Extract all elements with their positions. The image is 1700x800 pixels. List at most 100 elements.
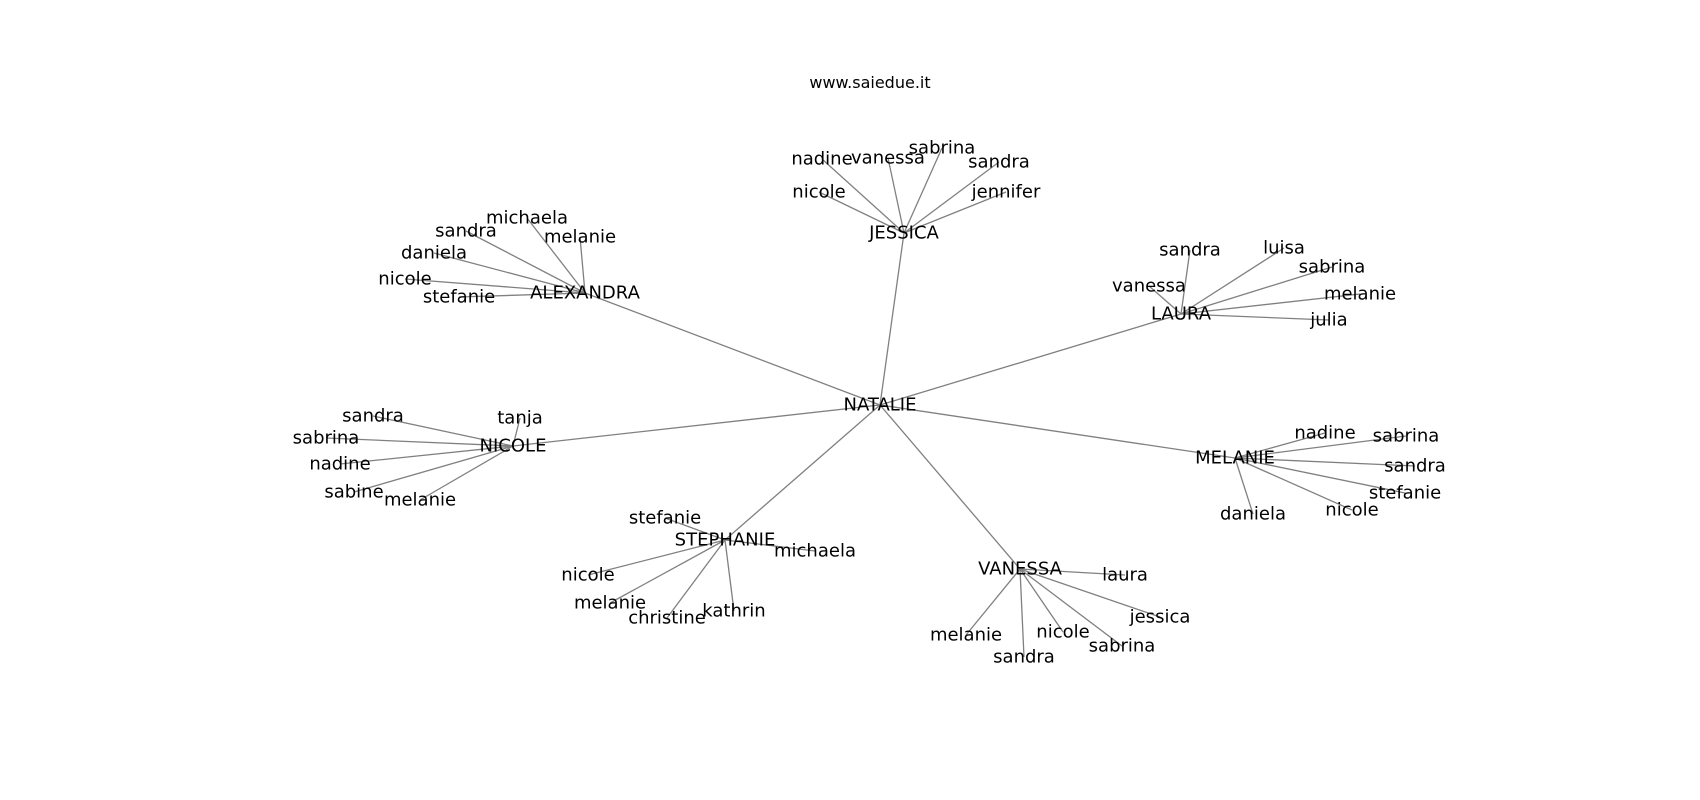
edge-hub-leaf: [526, 217, 586, 294]
leaf-node-label: sandra: [993, 647, 1055, 668]
edge-center-hub: [724, 404, 881, 541]
leaf-node-label: julia: [1309, 310, 1347, 331]
leaf-node-label: nicole: [792, 182, 845, 203]
edge-hub-leaf: [339, 445, 514, 465]
edge-hub-leaf: [419, 445, 514, 501]
leaf-node-label: nadine: [791, 149, 852, 170]
hub-node-label: NICOLE: [480, 436, 547, 457]
edge-hub-leaf: [1019, 568, 1064, 633]
edge-hub-leaf: [1019, 568, 1161, 618]
leaf-node-label: nicole: [1036, 622, 1089, 643]
leaf-node-label: sandra: [435, 221, 497, 242]
edge-center-hub: [584, 292, 881, 406]
hub-node-label: VANESSA: [978, 559, 1062, 580]
leaf-node-label: vanessa: [851, 148, 925, 169]
leaf-node-label: christine: [628, 608, 706, 629]
edge-hub-leaf: [1180, 266, 1333, 315]
edge-hub-leaf: [821, 158, 905, 234]
edge-hub-leaf: [818, 191, 905, 234]
edge-hub-leaf: [372, 415, 514, 447]
leaf-node-label: sabrina: [909, 138, 976, 159]
leaf-node-label: stefanie: [423, 287, 495, 308]
edge-hub-leaf: [965, 568, 1021, 636]
edge-hub-leaf: [1019, 568, 1123, 647]
edge-hub-leaf: [724, 539, 816, 552]
edge-hub-leaf: [353, 445, 514, 493]
leaf-node-label: melanie: [384, 490, 456, 511]
leaf-node-label: nadine: [309, 454, 370, 475]
edge-center-hub: [879, 404, 1236, 459]
edge-hub-leaf: [1180, 313, 1330, 321]
edge-hub-leaf: [512, 417, 521, 447]
hub-node-label: STEPHANIE: [675, 530, 776, 551]
leaf-node-label: tanja: [497, 408, 543, 429]
edge-center-hub: [879, 313, 1182, 406]
leaf-node-label: michaela: [486, 208, 568, 229]
site-title: www.saiedue.it: [809, 73, 930, 92]
edge-hub-leaf: [1180, 249, 1191, 315]
edge-hub-leaf: [1180, 247, 1285, 315]
leaf-node-label: luisa: [1263, 238, 1305, 259]
edge-hub-leaf: [887, 157, 905, 234]
leaf-node-label: nadine: [1294, 423, 1355, 444]
edge-hub-leaf: [903, 147, 943, 234]
leaf-node-label: daniela: [401, 243, 467, 264]
edge-hub-leaf: [458, 292, 586, 298]
edge-hub-leaf: [1234, 457, 1406, 494]
edge-hub-leaf: [1234, 435, 1407, 459]
edge-hub-leaf: [1234, 457, 1353, 511]
leaf-node-label: stefanie: [629, 508, 701, 529]
leaf-node-label: melanie: [574, 593, 646, 614]
leaf-node-label: sandra: [968, 152, 1030, 173]
edge-hub-leaf: [609, 539, 726, 604]
edge-hub-leaf: [1234, 457, 1416, 467]
leaf-node-label: nicole: [561, 565, 614, 586]
leaf-node-label: sabrina: [293, 428, 360, 449]
leaf-node-label: stefanie: [1369, 483, 1441, 504]
hub-node-label: LAURA: [1151, 304, 1212, 325]
leaf-node-label: laura: [1102, 565, 1148, 586]
hub-node-label: MELANIE: [1195, 448, 1275, 469]
edge-hub-leaf: [1148, 285, 1182, 315]
edge-hub-leaf: [724, 539, 735, 612]
edge-center-hub: [512, 404, 881, 447]
leaf-node-label: melanie: [1324, 284, 1396, 305]
leaf-node-label: sandra: [1384, 456, 1446, 477]
leaf-node-label: sabrina: [1373, 426, 1440, 447]
edge-hub-leaf: [587, 539, 726, 576]
labels-layer: NATALIEJESSICAnadinevanessasabrinasandra…: [293, 138, 1446, 668]
leaf-node-label: sabrina: [1089, 636, 1156, 657]
hub-node-label: JESSICA: [868, 223, 939, 244]
edge-hub-leaf: [433, 252, 586, 294]
edge-hub-leaf: [1180, 293, 1361, 315]
leaf-node-label: melanie: [544, 227, 616, 248]
leaf-node-label: daniela: [1220, 504, 1286, 525]
leaf-node-label: michaela: [774, 541, 856, 562]
edge-hub-leaf: [1234, 432, 1326, 459]
edge-hub-leaf: [903, 161, 1000, 234]
edge-hub-leaf: [1019, 568, 1025, 658]
edge-hub-leaf: [1019, 568, 1126, 576]
edge-hub-leaf: [903, 191, 1007, 234]
leaf-node-label: jennifer: [971, 182, 1041, 203]
center-node-label: NATALIE: [843, 395, 916, 416]
leaf-node-label: sandra: [342, 406, 404, 427]
leaf-node-label: melanie: [930, 625, 1002, 646]
edge-hub-leaf: [1234, 457, 1254, 515]
edge-hub-leaf: [465, 230, 586, 294]
edge-center-hub: [879, 232, 905, 406]
leaf-node-label: nicole: [1325, 500, 1378, 521]
leaf-node-label: sabrina: [1299, 257, 1366, 278]
hub-node-label: ALEXANDRA: [530, 283, 640, 304]
leaf-node-label: vanessa: [1112, 276, 1186, 297]
leaf-node-label: nicole: [378, 269, 431, 290]
leaf-node-label: jessica: [1129, 607, 1191, 628]
leaf-node-label: sandra: [1159, 240, 1221, 261]
edge-hub-leaf: [404, 278, 586, 294]
edge-hub-leaf: [666, 539, 726, 619]
edges-layer: [325, 147, 1416, 658]
edge-center-hub: [879, 404, 1021, 570]
edge-hub-leaf: [664, 517, 726, 541]
leaf-node-label: kathrin: [702, 601, 765, 622]
